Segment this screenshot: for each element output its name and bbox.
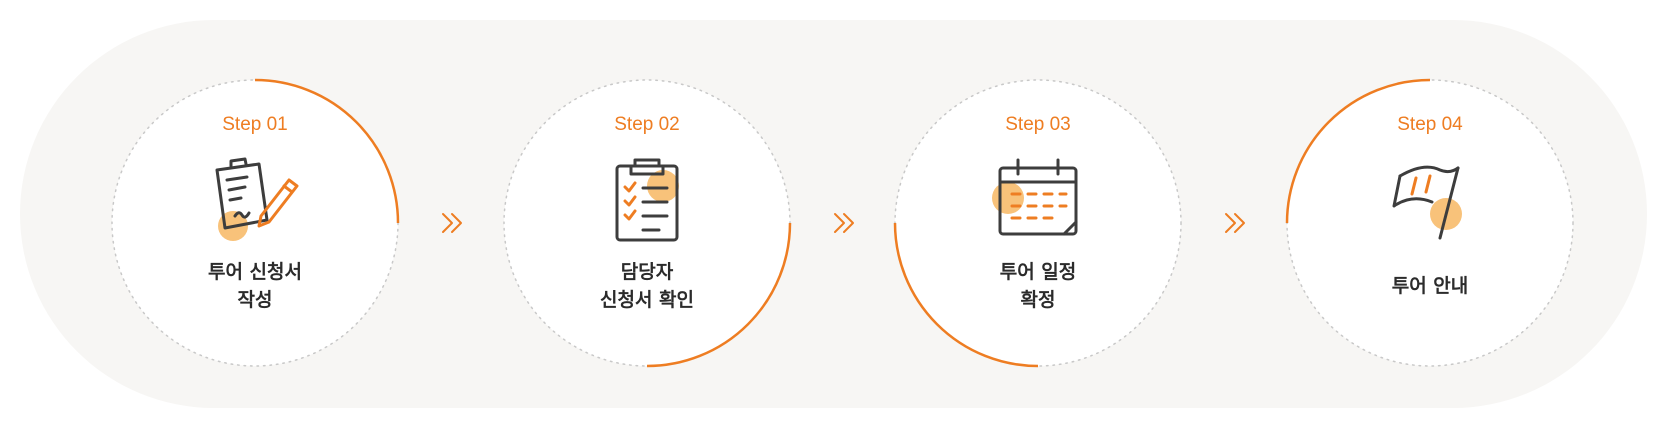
step-04: Step 04 투어 안내 — [1285, 78, 1575, 368]
step-title: 투어 신청서 작성 — [207, 261, 302, 311]
double-chevron-right-icon — [442, 213, 462, 233]
step-title: 투어 안내 — [1391, 275, 1469, 297]
step-ring — [893, 79, 1182, 368]
double-chevron-right-icon — [834, 213, 854, 233]
calendar-icon — [992, 158, 1078, 236]
step-number: Step 01 — [222, 114, 288, 135]
flag-icon — [1392, 165, 1462, 240]
step-ring — [1285, 78, 1574, 367]
step-number: Step 02 — [614, 114, 680, 135]
double-chevron-right-icon — [1225, 213, 1245, 233]
step-number: Step 04 — [1397, 114, 1463, 135]
step-title: 담당자 신청서 확인 — [599, 261, 694, 311]
step-02: Step 02 담당자 신청서 확인 — [502, 78, 792, 368]
step-ring — [503, 79, 792, 368]
checklist-clipboard-icon — [615, 158, 679, 242]
step-title: 투어 일정 확정 — [999, 261, 1077, 311]
step-number: Step 03 — [1005, 114, 1071, 135]
step-01: Step 01 투어 신청서 작성 — [110, 78, 400, 368]
application-form-icon — [215, 157, 299, 241]
step-03: Step 03 투어 일정 확정 — [893, 78, 1183, 368]
